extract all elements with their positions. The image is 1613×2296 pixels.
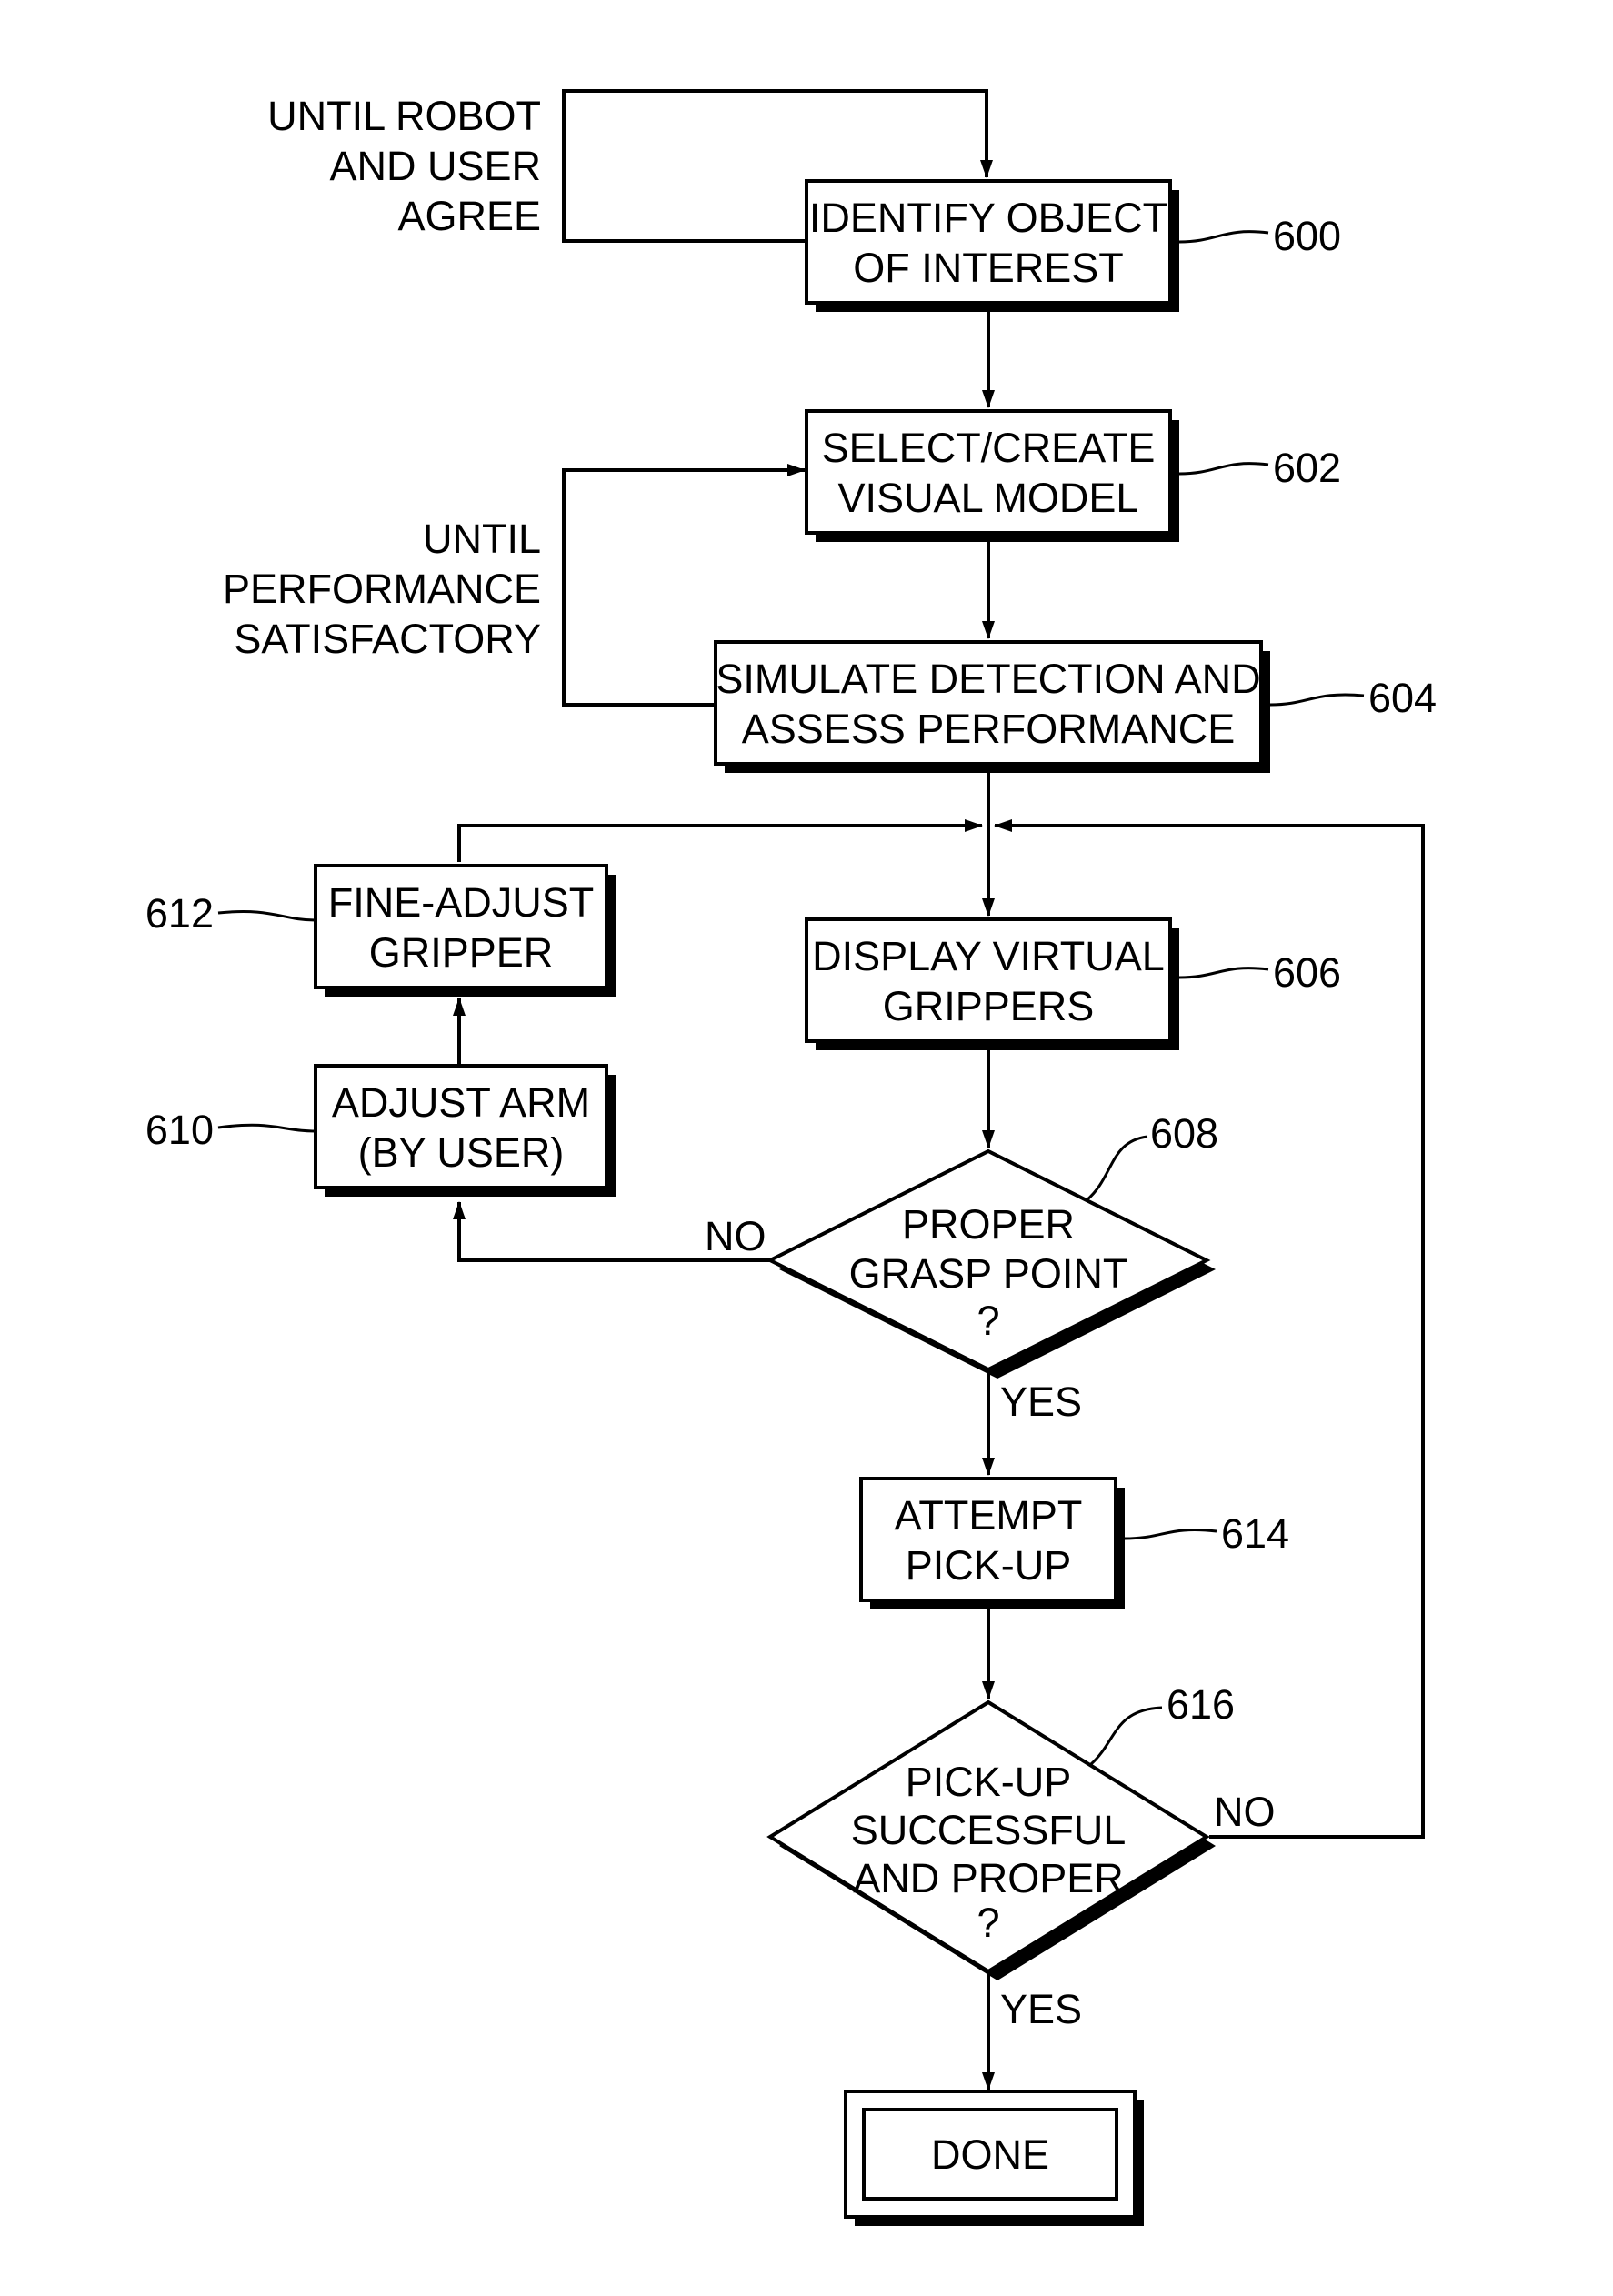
ref-612: 612 <box>145 890 214 937</box>
svg-text:?: ? <box>977 1900 999 1946</box>
pickup-successful-decision: PICK-UP SUCCESSFUL AND PROPER ? <box>770 1702 1216 1980</box>
svg-text:SATISFACTORY: SATISFACTORY <box>234 616 541 662</box>
ref-600: 600 <box>1273 213 1341 259</box>
simulate-detection-node: SIMULATE DETECTION AND ASSESS PERFORMANC… <box>716 642 1270 773</box>
ref-612-leader <box>218 912 316 920</box>
svg-text:AND USER: AND USER <box>329 143 541 189</box>
ref-614-leader <box>1125 1530 1217 1539</box>
svg-text:UNTIL: UNTIL <box>423 516 541 562</box>
svg-text:OF INTEREST: OF INTEREST <box>853 245 1124 291</box>
ref-606-leader <box>1179 968 1268 978</box>
grasp-yes-label: YES <box>1000 1379 1082 1425</box>
svg-text:AGREE: AGREE <box>397 193 541 239</box>
svg-text:AND PROPER: AND PROPER <box>853 1855 1124 1901</box>
ref-608-leader <box>1087 1137 1147 1200</box>
grasp-no-label: NO <box>705 1213 766 1259</box>
proper-grasp-point-decision: PROPER GRASP POINT ? <box>770 1151 1216 1379</box>
svg-text:DISPLAY VIRTUAL: DISPLAY VIRTUAL <box>812 933 1165 979</box>
ref-606: 606 <box>1273 949 1341 996</box>
svg-text:ADJUST ARM: ADJUST ARM <box>332 1079 590 1126</box>
svg-text:PICK-UP: PICK-UP <box>906 1759 1072 1805</box>
identify-object-node: IDENTIFY OBJECT OF INTEREST <box>806 181 1179 312</box>
svg-text:ATTEMPT: ATTEMPT <box>895 1492 1083 1539</box>
arrow-612-merge <box>459 826 982 862</box>
adjust-arm-node: ADJUST ARM (BY USER) <box>316 1066 616 1197</box>
svg-text:PICK-UP: PICK-UP <box>906 1542 1072 1589</box>
ref-602: 602 <box>1273 445 1341 491</box>
svg-text:SELECT/CREATE: SELECT/CREATE <box>822 425 1156 471</box>
svg-text:UNTIL ROBOT: UNTIL ROBOT <box>267 93 541 139</box>
pickup-no-label: NO <box>1214 1789 1276 1835</box>
ref-616-leader <box>1091 1708 1162 1764</box>
display-virtual-grippers-node: DISPLAY VIRTUAL GRIPPERS <box>806 919 1179 1050</box>
svg-text:FINE-ADJUST: FINE-ADJUST <box>328 879 595 926</box>
ref-600-leader <box>1179 232 1268 242</box>
svg-text:IDENTIFY OBJECT: IDENTIFY OBJECT <box>809 195 1167 241</box>
loop-performance-label: UNTIL PERFORMANCE SATISFACTORY <box>223 516 541 662</box>
svg-text:SIMULATE DETECTION AND: SIMULATE DETECTION AND <box>716 656 1260 702</box>
ref-616: 616 <box>1167 1681 1235 1728</box>
svg-text:DONE: DONE <box>931 2131 1049 2178</box>
svg-text:SUCCESSFUL: SUCCESSFUL <box>851 1807 1127 1853</box>
ref-602-leader <box>1179 464 1268 474</box>
ref-608: 608 <box>1150 1110 1218 1157</box>
svg-text:?: ? <box>977 1298 999 1344</box>
ref-614: 614 <box>1221 1510 1289 1557</box>
svg-text:PROPER: PROPER <box>902 1201 1075 1248</box>
pickup-yes-label: YES <box>1000 1986 1082 2032</box>
done-node: DONE <box>846 2091 1144 2226</box>
svg-text:(BY USER): (BY USER) <box>358 1129 565 1176</box>
svg-text:ASSESS PERFORMANCE: ASSESS PERFORMANCE <box>742 706 1236 752</box>
ref-604-leader <box>1270 695 1364 705</box>
svg-text:PERFORMANCE: PERFORMANCE <box>223 566 541 612</box>
ref-610: 610 <box>145 1107 214 1153</box>
svg-text:GRASP POINT: GRASP POINT <box>849 1250 1128 1297</box>
loop-robot-user-label: UNTIL ROBOT AND USER AGREE <box>267 93 541 239</box>
fine-adjust-gripper-node: FINE-ADJUST GRIPPER <box>316 866 616 997</box>
select-visual-model-node: SELECT/CREATE VISUAL MODEL <box>806 411 1179 542</box>
attempt-pickup-node: ATTEMPT PICK-UP <box>861 1479 1125 1609</box>
svg-text:VISUAL MODEL: VISUAL MODEL <box>838 475 1139 521</box>
ref-604: 604 <box>1368 675 1437 721</box>
svg-text:GRIPPER: GRIPPER <box>369 929 554 976</box>
svg-text:GRIPPERS: GRIPPERS <box>883 983 1095 1029</box>
ref-610-leader <box>218 1125 316 1131</box>
